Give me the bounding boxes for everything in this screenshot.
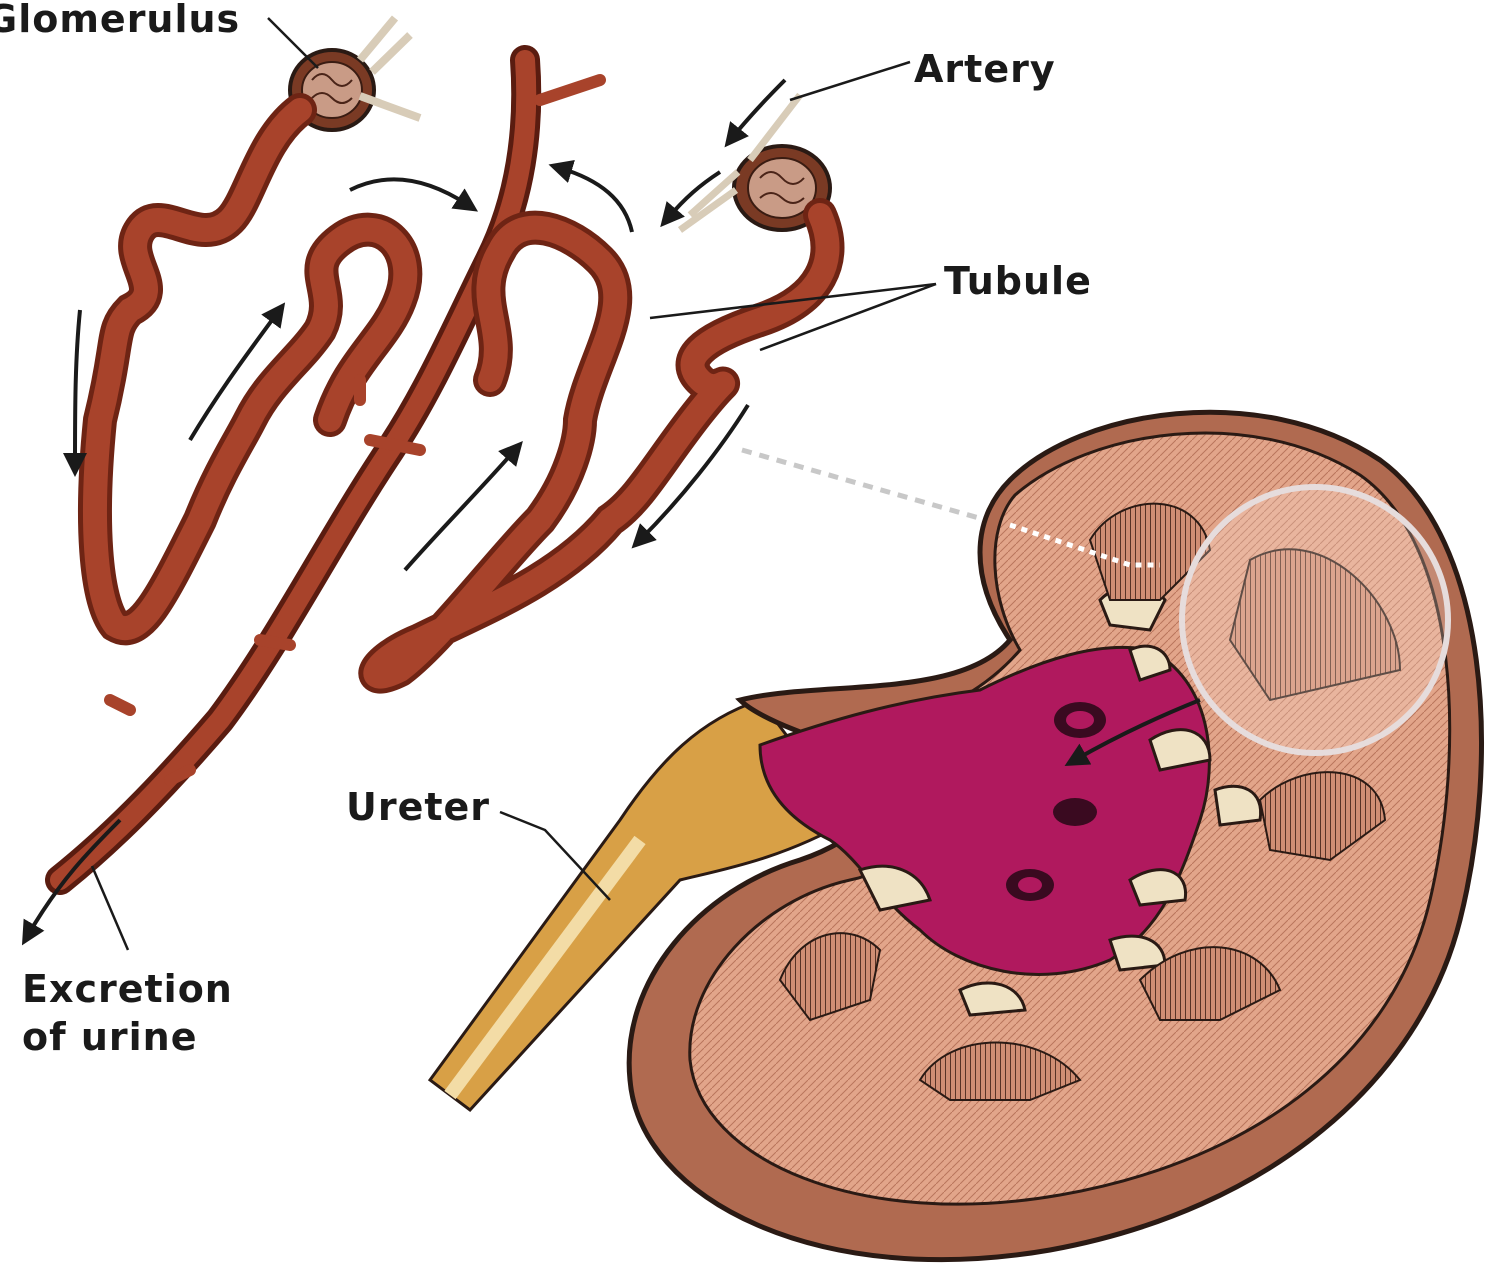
- collecting-duct: [60, 60, 600, 880]
- label-tubule: Tubule: [944, 258, 1092, 306]
- magnifier-circle-icon: [1182, 487, 1448, 753]
- nephron-left: [95, 18, 420, 628]
- label-glomerulus: Glomerulus: [0, 0, 240, 44]
- label-excretion-of-urine: Excretion of urine: [22, 966, 233, 1061]
- label-ureter: Ureter: [346, 784, 490, 832]
- label-artery: Artery: [914, 46, 1056, 94]
